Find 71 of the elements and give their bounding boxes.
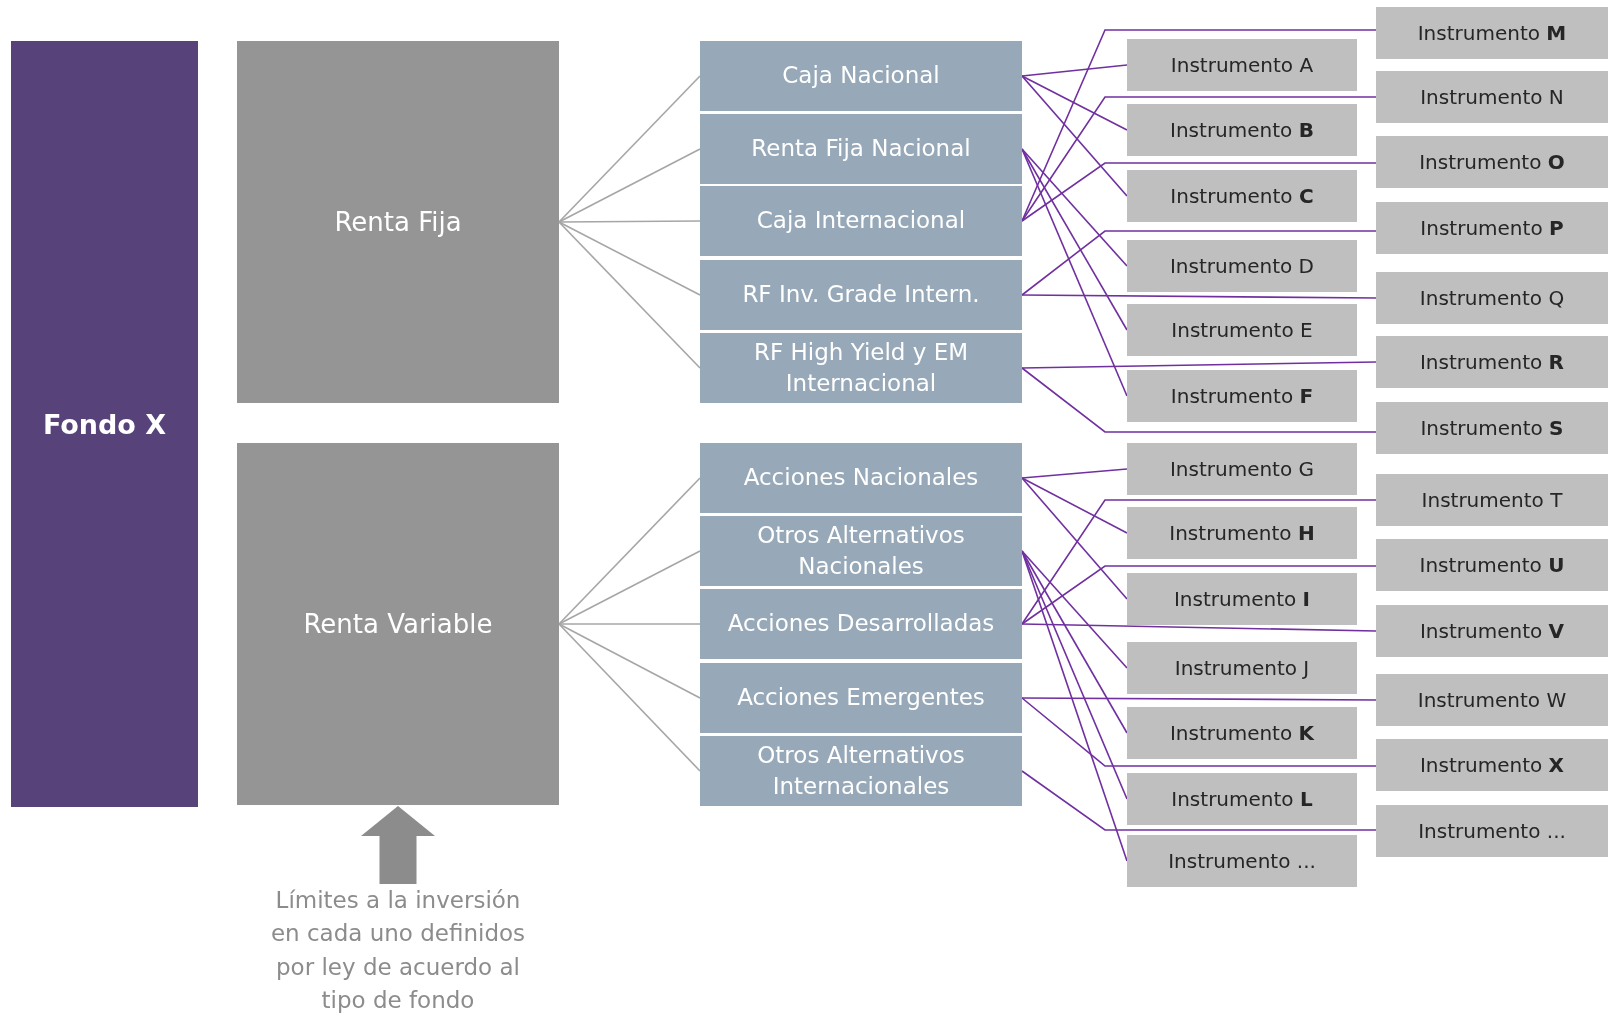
instrument-box: Instrumento A [1127, 39, 1357, 91]
instrument-box: Instrumento N [1376, 71, 1608, 123]
instrument-box: Instrumento W [1376, 674, 1608, 726]
instrument-box: Instrumento ... [1127, 835, 1357, 887]
connector-line [1021, 697, 1377, 767]
asset-class-box: Renta Variable [237, 443, 559, 805]
connector-line [1021, 770, 1377, 831]
connector-line [1021, 294, 1377, 299]
instrument-box: Instrumento D [1127, 240, 1357, 292]
sub-class-box: Caja Nacional [700, 41, 1022, 111]
connector-line [1021, 230, 1377, 296]
instrument-box: Instrumento S [1376, 402, 1608, 454]
instrument-box: Instrumento J [1127, 642, 1357, 694]
instrument-box: Instrumento C [1127, 170, 1357, 222]
connector-line [558, 477, 701, 625]
connector-line [1021, 96, 1377, 222]
sub-class-box: Otros Alternativos Internacionales [700, 736, 1022, 806]
instrument-box: Instrumento K [1127, 707, 1357, 759]
sub-class-box: Caja Internacional [700, 186, 1022, 256]
instrument-box: Instrumento ... [1376, 805, 1608, 857]
instrument-box: Instrumento H [1127, 507, 1357, 559]
instrument-box: Instrumento Q [1376, 272, 1608, 324]
connector-line [1021, 477, 1128, 600]
sub-class-box: Acciones Nacionales [700, 443, 1022, 513]
note-text: Límites a la inversión en cada uno definidos por ley de acuerdo al tipo de fondo [269, 886, 527, 1016]
connector-line [1021, 64, 1128, 77]
asset-class-box: Renta Fija [237, 41, 559, 403]
instrument-box: Instrumento V [1376, 605, 1608, 657]
connector-line [1021, 468, 1128, 479]
connector-line [1021, 367, 1377, 433]
instrument-box: Instrumento B [1127, 104, 1357, 156]
instrument-box: Instrumento M [1376, 7, 1608, 59]
connector-line [558, 221, 701, 369]
block-arrow [361, 806, 435, 884]
connector-line [1021, 477, 1128, 534]
connector-line [1021, 550, 1128, 669]
instrument-box: Instrumento F [1127, 370, 1357, 422]
connector-line [1021, 697, 1377, 701]
instrument-box: Instrumento T [1376, 474, 1608, 526]
sub-class-box: RF Inv. Grade Intern. [700, 260, 1022, 330]
connector-line [1021, 623, 1377, 632]
instrument-box: Instrumento X [1376, 739, 1608, 791]
instrument-box: Instrumento L [1127, 773, 1357, 825]
connector-line [1021, 75, 1128, 197]
instrument-box: Instrumento O [1376, 136, 1608, 188]
connector-line [1021, 162, 1377, 222]
connector-line [558, 623, 701, 772]
sub-class-box: Acciones Desarrolladas [700, 589, 1022, 659]
instrument-box: Instrumento P [1376, 202, 1608, 254]
connector-line [558, 220, 701, 223]
fund-box: Fondo X [11, 41, 198, 807]
connector-line [558, 75, 701, 223]
sub-class-box: Renta Fija Nacional [700, 114, 1022, 184]
instrument-box: Instrumento U [1376, 539, 1608, 591]
connector-line [558, 623, 701, 699]
connector-line [558, 623, 701, 625]
instrument-box: Instrumento I [1127, 573, 1357, 625]
sub-class-box: Otros Alternativos Nacionales [700, 516, 1022, 586]
connector-line [558, 550, 701, 625]
connector-line [1021, 565, 1377, 625]
instrument-box: Instrumento E [1127, 304, 1357, 356]
connector-line [1021, 75, 1128, 131]
connector-line [558, 148, 701, 223]
sub-class-box: Acciones Emergentes [700, 663, 1022, 733]
connector-line [1021, 499, 1377, 625]
connector-line [1021, 148, 1128, 267]
sub-class-box: RF High Yield y EM Internacional [700, 333, 1022, 403]
connector-line [1021, 361, 1377, 369]
connector-line [558, 221, 701, 296]
instrument-box: Instrumento R [1376, 336, 1608, 388]
instrument-box: Instrumento G [1127, 443, 1357, 495]
